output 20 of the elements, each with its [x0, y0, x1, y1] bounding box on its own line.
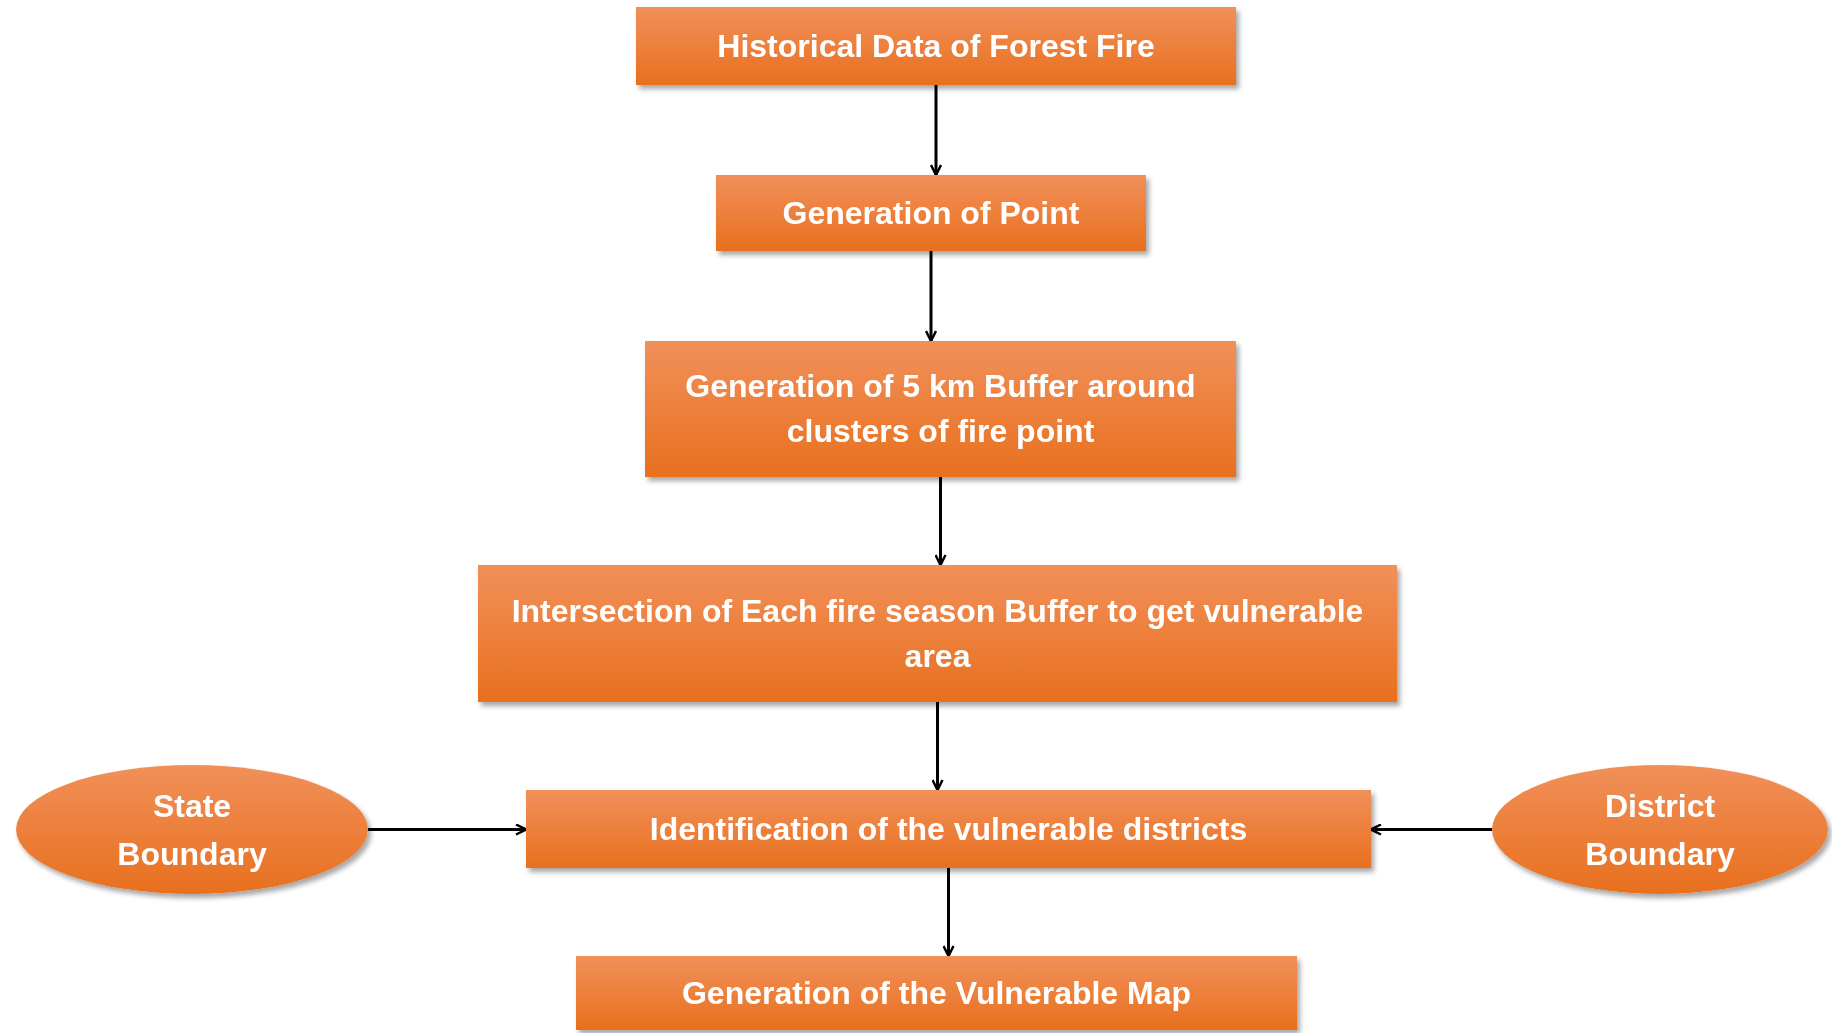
node-text: Generation of Point [782, 193, 1080, 233]
process-box [478, 565, 1397, 702]
node-text: Intersection of Each fire season Buffer to get vulnerable area [510, 591, 1365, 676]
process-box [576, 956, 1297, 1030]
node-text: Generation of 5 km Buffer around clusters of fire point [684, 367, 1197, 451]
arrow [934, 477, 947, 567]
node-text: Generation of the Vulnerable Map [681, 973, 1192, 1013]
process-box [645, 341, 1236, 477]
node-text: Historical Data of Forest Fire [717, 26, 1155, 66]
arrow [924, 251, 938, 343]
arrow [929, 85, 943, 177]
node-text: District Boundary [1584, 786, 1736, 874]
arrow [931, 702, 944, 792]
arrow [942, 868, 955, 958]
arrow [368, 823, 528, 836]
process-box [716, 175, 1146, 251]
process-box [636, 7, 1236, 85]
node-text: Identification of the vulnerable districts [649, 809, 1248, 849]
process-box [526, 790, 1371, 868]
node-text: State Boundary [116, 786, 268, 874]
